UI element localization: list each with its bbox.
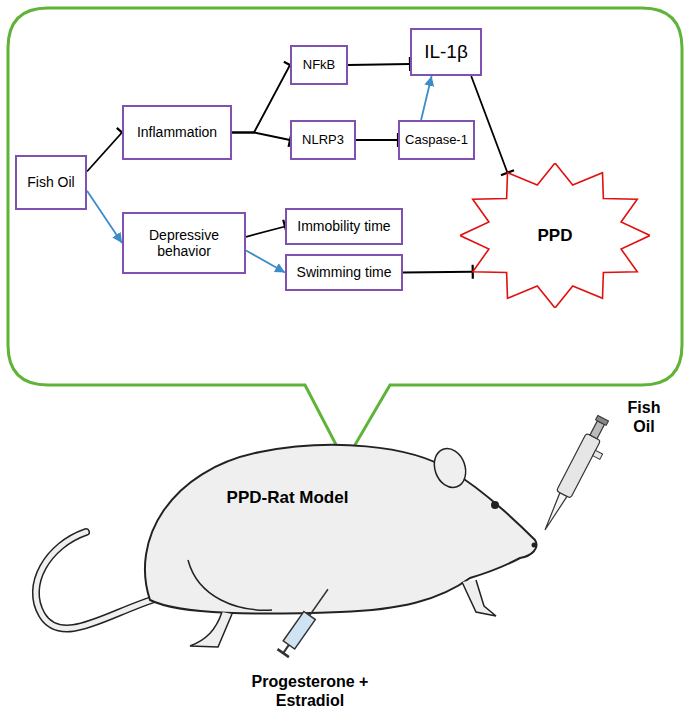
rat-tail [36, 532, 158, 629]
syringe-handle [277, 649, 288, 657]
rat-eye [491, 501, 499, 509]
rat-tail-fill [36, 532, 158, 629]
callout-bubble [8, 8, 682, 462]
activation-arrow [87, 191, 122, 243]
inhibition-line [403, 271, 473, 274]
node-text: NLRP3 [302, 133, 344, 148]
inhibition-line [356, 139, 398, 141]
rat-ear [429, 444, 471, 492]
syringe [277, 585, 333, 657]
process-box: Fish Oil [15, 155, 87, 210]
treatment-label: Fish Oil [618, 398, 670, 436]
process-box: Immobility time [285, 208, 403, 245]
syringe-barrel [283, 611, 315, 649]
node-text: IL-1β [424, 41, 468, 63]
pipette-button [596, 415, 609, 425]
activation-arrow [421, 76, 432, 120]
process-box: IL-1β [410, 28, 482, 76]
node-text: Swimming time [297, 264, 392, 280]
outcome-star: PPD [460, 163, 650, 308]
process-box: Swimming time [285, 254, 403, 291]
syringe-needle [310, 589, 328, 615]
inhibition-line [246, 227, 285, 237]
inhibition-line [87, 133, 122, 172]
rat-rear-leg [190, 612, 232, 647]
node-text: Depressive behavior [128, 227, 240, 259]
process-box: NLRP3 [290, 120, 356, 160]
process-box: NFkB [290, 45, 348, 85]
inhibition-line [348, 64, 410, 65]
rat [36, 444, 537, 647]
inhibition-line [232, 65, 290, 133]
syringe-plunger [283, 645, 289, 653]
node-text: PPD [538, 226, 573, 246]
inhibition-line [471, 76, 507, 173]
activation-arrow [246, 250, 285, 272]
model-label: PPD-Rat Model [225, 488, 350, 508]
node-text: Inflammation [137, 124, 217, 140]
node-text: NFkB [303, 58, 336, 73]
pipette-body [556, 433, 600, 498]
pipette [538, 415, 617, 538]
node-text: Caspase-1 [405, 133, 468, 148]
process-box: Caspase-1 [398, 120, 475, 160]
star-shape [460, 163, 650, 308]
inhibition-line [232, 133, 290, 141]
node-text: Fish Oil [27, 174, 74, 190]
pipette-tip [541, 493, 567, 532]
node-text: Immobility time [297, 218, 390, 234]
process-box: Inflammation [122, 105, 232, 160]
rat-thigh [188, 560, 272, 610]
rat-front-leg [462, 580, 496, 616]
rat-nose [532, 543, 537, 548]
injection-label: Progesterone + Estradiol [246, 672, 374, 710]
pipette-hook [593, 450, 603, 459]
process-box: Depressive behavior [122, 212, 246, 274]
